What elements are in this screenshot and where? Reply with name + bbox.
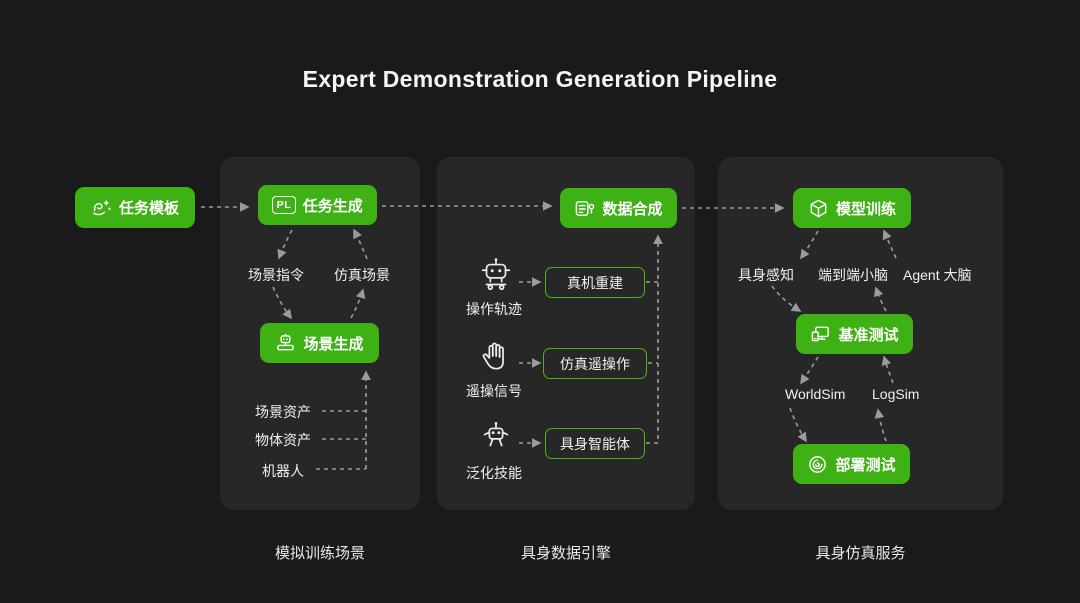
scene-generation-icon [277,333,295,350]
caption-sim-training-scene: 模拟训练场景 [274,545,365,562]
label-embodied-perception: 具身感知 [738,267,794,283]
node-real-machine-reconstruction: 真机重建 [545,267,645,298]
benchmark-test-icon [812,326,830,341]
caption-embodied-sim-service: 具身仿真服务 [815,545,906,562]
node-scene-generation-label: 场景生成 [303,335,364,353]
node-sim-teleoperation: 仿真遥操作 [543,348,647,379]
node-data-synthesis-label: 数据合成 [602,200,663,218]
node-benchmark-test: 基准测试 [796,314,913,354]
node-deploy-test-label: 部署测试 [835,456,896,474]
pl-icon: PL [272,196,296,214]
node-task-generation-label: 任务生成 [302,197,363,215]
label-teleop-signal: 遥操信号 [466,383,522,399]
diagram-title: Expert Demonstration Generation Pipeline [302,66,778,92]
label-logsim: LogSim [872,386,920,402]
node-deploy-test: 部署测试 [793,444,910,484]
node-model-training-label: 模型训练 [835,200,896,218]
robot-icon [481,258,511,291]
label-object-asset: 物体资产 [255,432,311,448]
node-benchmark-test-label: 基准测试 [838,326,899,344]
label-scene-command: 场景指令 [248,267,304,283]
skill-icon [483,421,509,447]
node-real-machine-reconstruction-label: 真机重建 [567,274,623,291]
label-generalized-skill: 泛化技能 [466,465,522,481]
label-sim-scene: 仿真场景 [334,267,390,283]
node-scene-generation: 场景生成 [260,323,379,363]
label-e2e-cerebellum: 端到端小脑 [818,267,888,283]
caption-embodied-data-engine: 具身数据引擎 [520,545,611,562]
node-data-synthesis: 数据合成 [560,188,677,228]
glove-icon [482,342,504,370]
cube-icon [810,199,827,217]
node-embodied-agent-label: 具身智能体 [560,435,630,452]
label-operation-trajectory: 操作轨迹 [466,301,522,317]
label-agent-brain: Agent 大脑 [903,267,972,283]
node-sim-teleoperation-label: 仿真遥操作 [560,355,630,372]
task-template-icon [93,199,112,216]
deploy-test-icon [809,455,827,473]
data-synthesis-icon [576,200,595,216]
node-task-generation: PL 任务生成 [258,185,377,225]
label-worldsim: WorldSim [785,386,846,402]
node-task-template-label: 任务模板 [118,200,179,217]
node-task-template: 任务模板 [75,187,195,228]
node-model-training: 模型训练 [793,188,911,228]
label-robot: 机器人 [262,463,304,479]
label-scene-asset: 场景资产 [255,404,311,420]
node-embodied-agent: 具身智能体 [545,428,645,459]
